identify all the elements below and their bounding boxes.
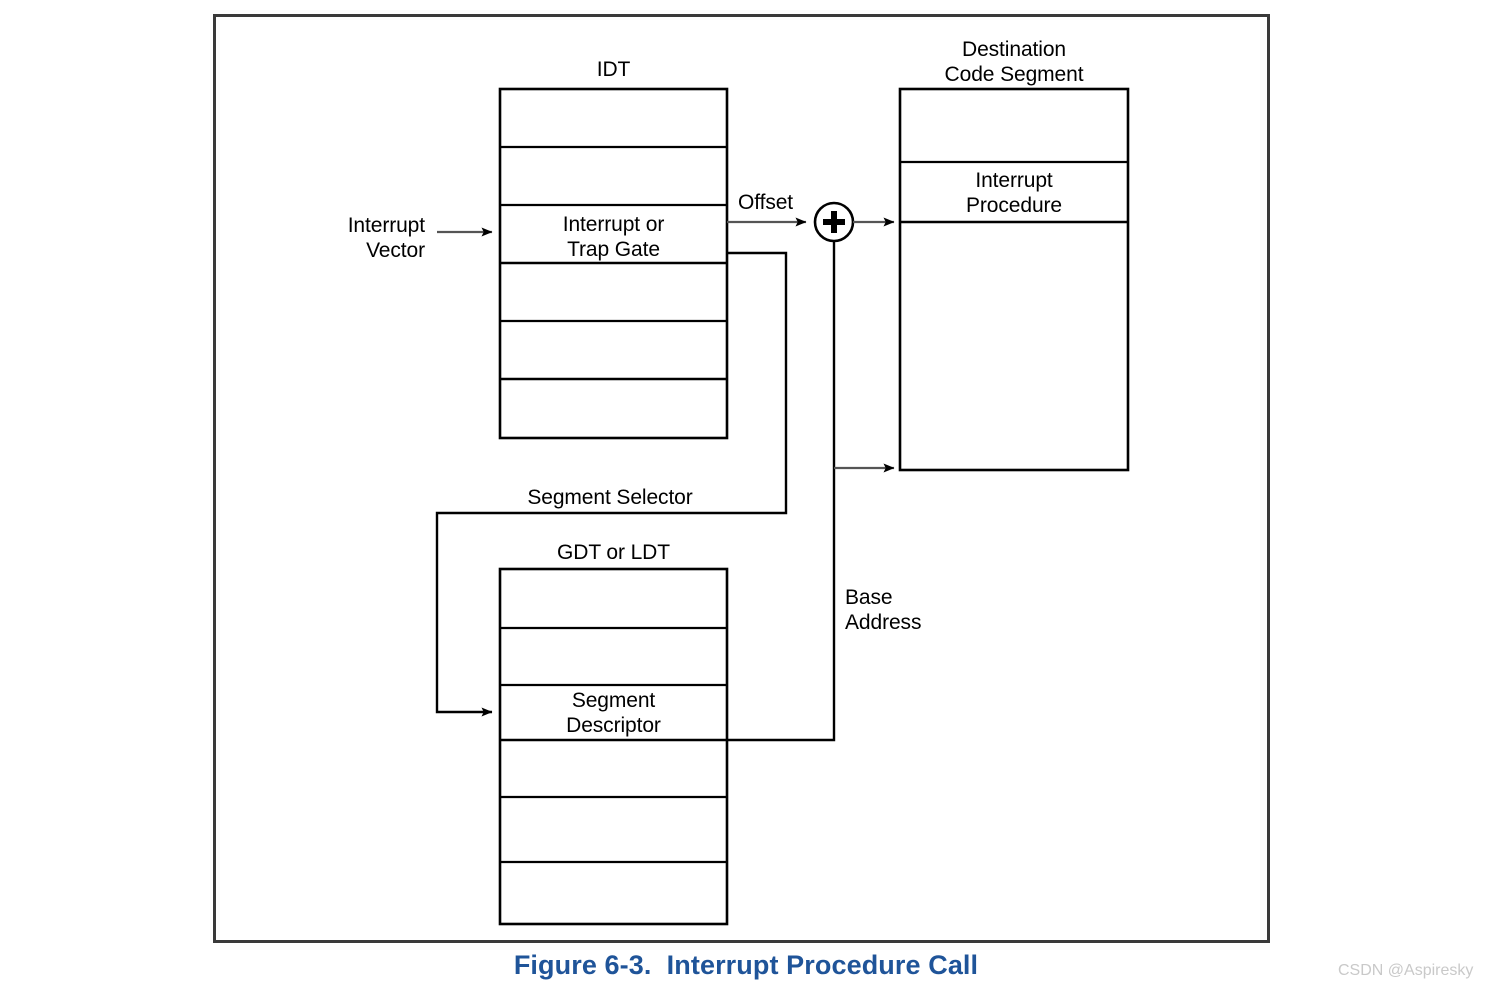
idt-table — [498, 87, 729, 440]
segment-selector-label: Segment Selector — [527, 486, 693, 509]
watermark-label: CSDN @Aspiresky — [1338, 962, 1474, 979]
destination-code-segment-table — [898, 87, 1130, 472]
connector-segment-selector — [435, 251, 788, 717]
offset-label: Offset — [738, 191, 794, 214]
connector-base-address — [727, 241, 836, 742]
gdt-ldt-title-label: GDT or LDT — [557, 541, 670, 564]
idt-title-label: IDT — [596, 58, 631, 81]
gdt-ldt-table — [498, 567, 729, 926]
figure-caption: Figure 6-3. Interrupt Procedure Call — [513, 950, 979, 980]
adder-node — [813, 201, 855, 243]
